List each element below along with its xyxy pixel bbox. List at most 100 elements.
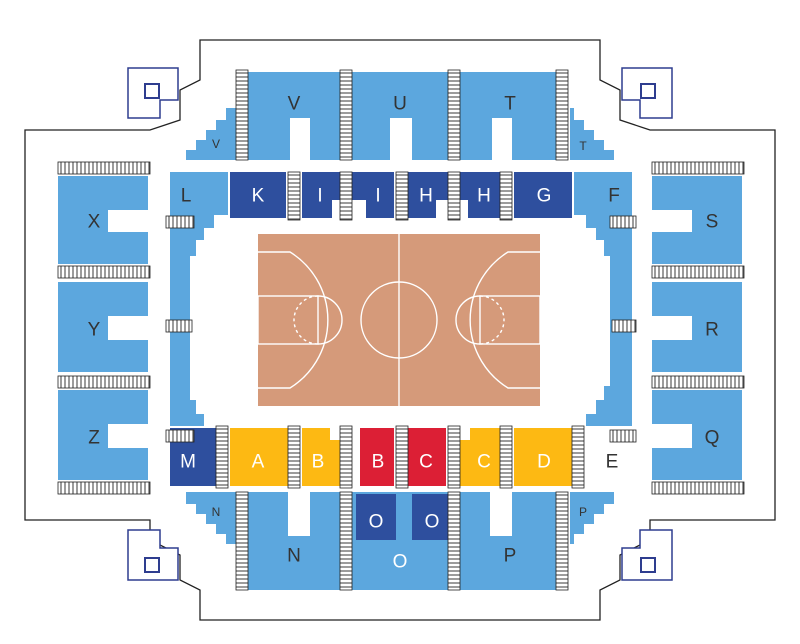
- section-H-2[interactable]: [460, 172, 500, 218]
- section-A[interactable]: [230, 428, 288, 486]
- section-B-2[interactable]: [360, 428, 394, 486]
- label-Z: Z: [88, 428, 100, 449]
- label-D: D: [537, 452, 551, 473]
- section-P-small[interactable]: [570, 492, 614, 544]
- label-B-2: B: [372, 452, 385, 473]
- label-C-1: C: [419, 452, 433, 473]
- stairway-horizontal-29: [165, 319, 193, 333]
- stairway-vertical-12: [395, 425, 409, 489]
- label-T-small: T: [579, 139, 587, 153]
- label-B-1: B: [312, 452, 325, 473]
- label-P: P: [504, 546, 517, 567]
- label-R: R: [705, 320, 719, 341]
- section-Y[interactable]: [58, 282, 148, 372]
- section-V-small[interactable]: [186, 108, 236, 160]
- stairway-vertical-5: [339, 171, 353, 221]
- label-N: N: [287, 546, 301, 567]
- label-S: S: [706, 212, 719, 233]
- label-T: T: [504, 94, 516, 115]
- section-X[interactable]: [58, 176, 148, 264]
- label-M: M: [180, 452, 196, 473]
- section-R[interactable]: [652, 282, 742, 372]
- section-L[interactable]: [170, 172, 228, 426]
- section-I-1[interactable]: [302, 172, 340, 218]
- section-B-1[interactable]: [302, 428, 352, 486]
- stairway-vertical-19: [555, 491, 569, 591]
- stairway-horizontal-27: [651, 481, 745, 495]
- label-Y: Y: [88, 320, 101, 341]
- section-N[interactable]: [248, 492, 340, 590]
- label-I-2: I: [375, 186, 380, 207]
- label-A: A: [252, 452, 265, 473]
- label-X: X: [88, 212, 101, 233]
- stairway-horizontal-30: [165, 429, 195, 443]
- label-Q: Q: [705, 428, 720, 449]
- label-I-1: I: [317, 186, 322, 207]
- stairway-vertical-7: [447, 171, 461, 221]
- label-P-small: P: [579, 505, 587, 519]
- label-O-2: O: [425, 512, 440, 533]
- stairway-vertical-3: [555, 69, 569, 161]
- stairways: [57, 69, 745, 591]
- label-U: U: [393, 94, 407, 115]
- label-K: K: [252, 186, 265, 207]
- basketball-court: [257, 234, 541, 406]
- arena-outline: [24, 39, 776, 621]
- stairway-horizontal-28: [165, 215, 195, 229]
- stairway-vertical-13: [447, 425, 461, 489]
- stairway-vertical-16: [235, 491, 249, 591]
- label-N-small: N: [212, 505, 221, 519]
- label-L: L: [181, 186, 192, 207]
- stairway-vertical-15: [571, 425, 585, 489]
- corner-box-top-right: [621, 67, 673, 119]
- section-C-2[interactable]: [450, 428, 500, 486]
- section-K[interactable]: [230, 172, 286, 218]
- section-N-small[interactable]: [186, 492, 236, 544]
- section-H-1[interactable]: [408, 172, 448, 218]
- stairway-vertical-2: [447, 69, 461, 161]
- section-labels: V U T V T K I I H H G L F X Y Z S R Q M …: [88, 94, 720, 573]
- section-T-small[interactable]: [570, 108, 614, 160]
- section-G[interactable]: [514, 172, 572, 218]
- label-F: F: [608, 186, 620, 207]
- section-Q[interactable]: [652, 390, 742, 480]
- corner-box-bottom-right: [621, 529, 673, 581]
- section-D[interactable]: [514, 428, 572, 486]
- stairway-horizontal-20: [57, 161, 151, 175]
- section-O-2[interactable]: [412, 494, 450, 540]
- section-Z[interactable]: [58, 390, 148, 480]
- section-O-1[interactable]: [356, 494, 396, 540]
- stairway-horizontal-24: [651, 161, 745, 175]
- label-V-small: V: [212, 137, 220, 151]
- stairway-vertical-1: [339, 69, 353, 161]
- section-I-2[interactable]: [352, 172, 394, 218]
- stairway-vertical-4: [287, 171, 301, 221]
- section-S[interactable]: [652, 176, 742, 264]
- stairway-horizontal-26: [651, 375, 745, 389]
- section-F[interactable]: [574, 172, 632, 426]
- stairway-horizontal-31: [609, 215, 637, 229]
- label-O-3: O: [393, 552, 408, 573]
- label-H-1: H: [419, 186, 433, 207]
- label-G: G: [537, 186, 552, 207]
- section-V[interactable]: [248, 72, 340, 160]
- stairway-vertical-14: [499, 425, 513, 489]
- stairway-horizontal-25: [651, 265, 745, 279]
- stairway-vertical-11: [339, 425, 353, 489]
- section-U[interactable]: [352, 72, 448, 160]
- label-H-2: H: [477, 186, 491, 207]
- label-C-2: C: [477, 452, 491, 473]
- stairway-vertical-18: [447, 491, 461, 591]
- corner-box-top-left: [127, 67, 179, 119]
- section-T[interactable]: [460, 72, 556, 160]
- stairway-vertical-8: [499, 171, 513, 221]
- section-P[interactable]: [460, 492, 556, 590]
- corner-box-bottom-left: [127, 529, 179, 581]
- stairway-vertical-6: [395, 171, 409, 221]
- section-C-1[interactable]: [408, 428, 446, 486]
- label-V: V: [288, 94, 301, 115]
- stairway-vertical-17: [339, 491, 353, 591]
- stairway-horizontal-22: [57, 375, 151, 389]
